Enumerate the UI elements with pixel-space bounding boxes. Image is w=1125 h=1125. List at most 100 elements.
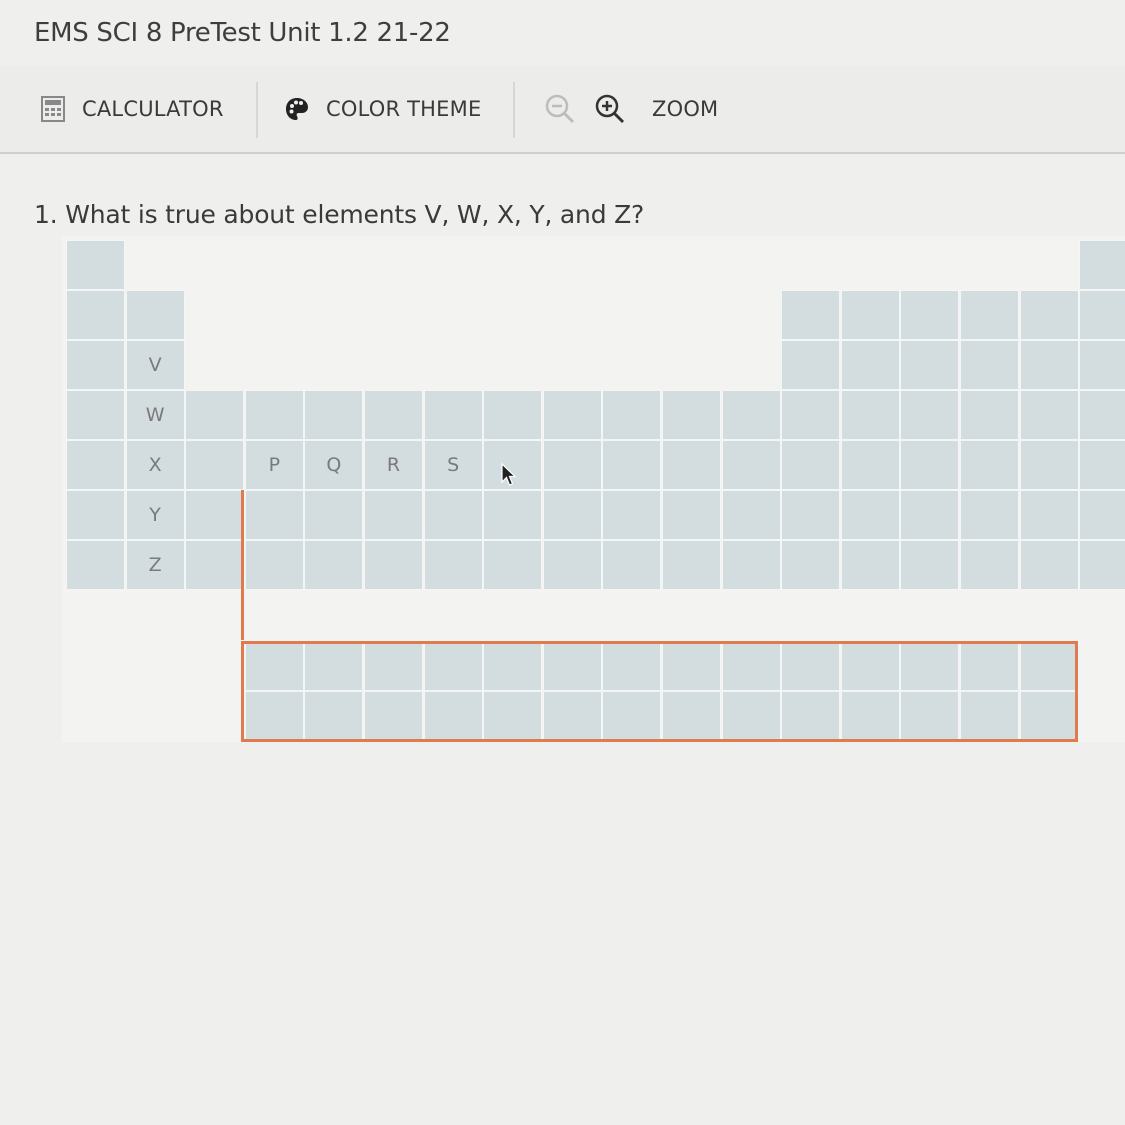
element-cell (483, 540, 543, 590)
element-label: X (148, 454, 162, 476)
element-cell (900, 290, 960, 340)
element-cell (364, 540, 423, 590)
element-cell (304, 540, 364, 590)
element-cell (1079, 540, 1125, 590)
element-cell (602, 540, 662, 590)
zoom-in-button[interactable] (594, 66, 626, 152)
element-label: P (268, 454, 281, 476)
element-cell (662, 540, 721, 590)
element-cell (1079, 390, 1125, 440)
element-cell (781, 490, 841, 540)
element-label: W (145, 404, 165, 426)
element-cell (662, 641, 721, 691)
test-title: EMS SCI 8 PreTest Unit 1.2 21-22 (34, 18, 451, 48)
element-cell (781, 540, 841, 590)
element-cell (1079, 490, 1125, 540)
element-cell (304, 440, 364, 490)
element-cell (960, 490, 1019, 540)
element-cell (423, 540, 483, 590)
element-cell (66, 390, 125, 440)
element-cell (900, 440, 960, 490)
zoom-out-button[interactable] (544, 66, 576, 152)
toolbar-divider (513, 82, 515, 138)
calculator-button[interactable]: CALCULATOR (40, 66, 224, 152)
element-cell (840, 290, 900, 340)
element-cell (185, 540, 245, 590)
element-cell (1019, 490, 1079, 540)
element-cell (66, 340, 125, 390)
element-cell (1019, 390, 1079, 440)
element-cell (364, 641, 423, 691)
element-cell (1019, 440, 1079, 490)
element-cell (66, 540, 125, 590)
element-cell (1079, 240, 1125, 290)
calculator-label: CALCULATOR (82, 97, 224, 121)
element-cell (542, 691, 602, 741)
element-cell (840, 540, 900, 590)
element-cell (1079, 440, 1125, 490)
element-cell (781, 440, 841, 490)
mouse-cursor-icon (500, 462, 518, 492)
question-text: 1. What is true about elements V, W, X, … (34, 200, 645, 229)
element-cell (960, 290, 1019, 340)
element-cell (662, 490, 721, 540)
element-cell (662, 440, 721, 490)
element-cell (125, 540, 185, 590)
element-cell (66, 240, 125, 290)
element-cell (125, 290, 185, 340)
element-cell (721, 390, 781, 440)
element-cell (125, 440, 185, 490)
element-cell (781, 691, 841, 741)
element-cell (244, 641, 304, 691)
element-cell (244, 691, 304, 741)
element-label: S (447, 454, 460, 476)
element-cell (840, 390, 900, 440)
lanthanide-connector-line (241, 490, 244, 640)
element-cell (662, 691, 721, 741)
element-cell (602, 641, 662, 691)
palette-icon (284, 96, 310, 122)
element-label: R (386, 454, 401, 476)
element-label: Y (149, 504, 161, 526)
element-cell (1019, 290, 1079, 340)
element-cell (781, 290, 841, 340)
element-cell (1079, 290, 1125, 340)
element-cell (1079, 340, 1125, 390)
element-cell (602, 390, 662, 440)
element-cell (125, 390, 185, 440)
element-cell (960, 390, 1019, 440)
color-theme-label: COLOR THEME (326, 97, 482, 121)
element-cell (900, 340, 960, 390)
element-cell (781, 641, 841, 691)
element-cell (542, 440, 602, 490)
element-cell (364, 490, 423, 540)
element-cell (1019, 340, 1079, 390)
element-cell (542, 490, 602, 540)
element-cell (1019, 540, 1079, 590)
element-cell (244, 390, 304, 440)
element-cell (364, 440, 423, 490)
element-cell (781, 340, 841, 390)
calculator-icon (40, 95, 66, 123)
element-cell (423, 440, 483, 490)
zoom-in-icon (594, 93, 626, 125)
element-cell (900, 540, 960, 590)
element-cell (840, 490, 900, 540)
element-cell (304, 641, 364, 691)
element-cell (602, 440, 662, 490)
element-label: Q (326, 454, 342, 476)
toolbar: CALCULATOR COLOR THEME (0, 66, 1125, 154)
element-cell (423, 490, 483, 540)
element-cell (66, 490, 125, 540)
zoom-out-icon (544, 93, 576, 125)
element-cell (423, 390, 483, 440)
element-cell (721, 440, 781, 490)
element-cell (900, 490, 960, 540)
element-cell (483, 490, 543, 540)
color-theme-button[interactable]: COLOR THEME (284, 66, 481, 152)
element-cell (185, 440, 245, 490)
element-cell (483, 390, 543, 440)
element-cell (900, 390, 960, 440)
element-cell (542, 540, 602, 590)
element-cell (900, 641, 960, 691)
